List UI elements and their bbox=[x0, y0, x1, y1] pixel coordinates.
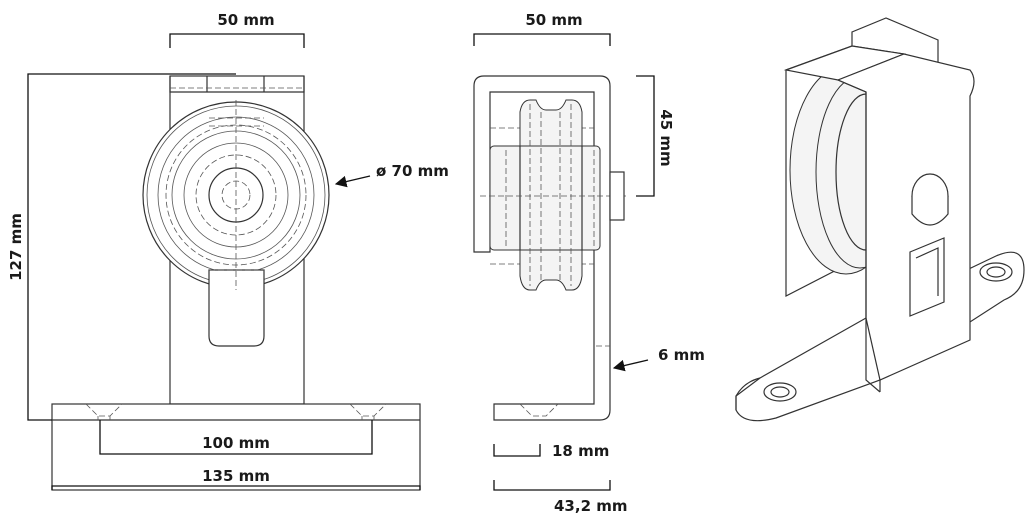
base-width-label: 135 mm bbox=[202, 467, 270, 485]
front-top-width-label: 50 mm bbox=[217, 11, 274, 29]
side-depth-label: 43,2 mm bbox=[554, 497, 628, 515]
front-dimensions: 50 mm 127 mm ø 70 mm 100 mm 135 mm bbox=[7, 11, 449, 490]
wheel-diameter-label: ø 70 mm bbox=[376, 162, 449, 180]
side-view bbox=[473, 75, 626, 421]
isometric-view bbox=[735, 17, 1025, 422]
base-offset-label: 18 mm bbox=[552, 442, 609, 460]
plate-thickness-label: 6 mm bbox=[658, 346, 705, 364]
side-dimensions: 50 mm 45 mm 6 mm 18 mm 43,2 mm bbox=[473, 11, 705, 515]
wheel-height-label: 45 mm bbox=[657, 109, 675, 166]
front-view bbox=[51, 75, 421, 491]
front-height-label: 127 mm bbox=[7, 213, 25, 281]
hole-spacing-label: 100 mm bbox=[202, 434, 270, 452]
side-top-width-label: 50 mm bbox=[525, 11, 582, 29]
